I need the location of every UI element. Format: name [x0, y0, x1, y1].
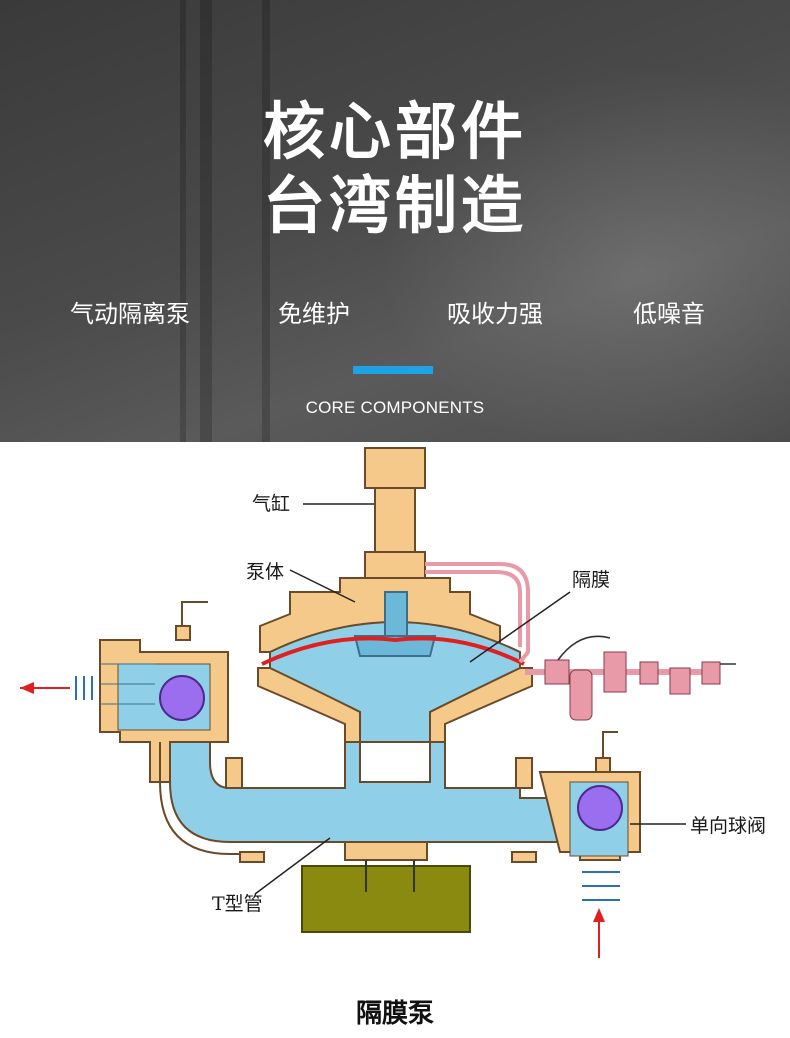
pump-base: [301, 860, 471, 933]
label-pump-body: 泵体: [246, 561, 284, 583]
feature-maintenance-free: 免维护: [278, 300, 350, 328]
diaphragm: [261, 636, 525, 666]
label-check-ball-valve: 单向球阀: [690, 815, 766, 837]
pump-schematic: 气缸 泵体 隔膜 单向球阀 T型管 隔膜泵: [20, 447, 766, 1029]
outlet-arrow-left: [20, 676, 93, 700]
diagram-caption: 隔膜泵: [356, 999, 434, 1029]
feature-pneumatic-pump: 气动隔离泵: [70, 300, 190, 328]
ball-valve-left: [159, 675, 205, 721]
cylinder: [364, 447, 426, 579]
headline-line-1: 核心部件: [262, 95, 527, 168]
section-subtitle: CORE COMPONENTS: [305, 398, 485, 417]
feature-low-noise: 低噪音: [633, 300, 705, 328]
inlet-arrow-bottom: [582, 871, 620, 958]
label-diaphragm: 隔膜: [572, 569, 610, 591]
check-valve-right: [538, 731, 641, 861]
feature-strong-suction: 吸收力强: [447, 300, 543, 328]
t-pipe: [159, 741, 571, 863]
diaphragm-pump-diagram: 气缸 泵体 隔膜 单向球阀 T型管 隔膜泵: [0, 442, 790, 1038]
headline-line-2: 台湾制造: [262, 169, 527, 242]
header-banner: 核心部件 台湾制造 气动隔离泵 免维护 吸收力强 低噪音 CORE COMPON…: [0, 0, 790, 442]
label-t-pipe: T型管: [212, 893, 263, 915]
ball-valve-right: [577, 785, 623, 831]
pump-body: [257, 577, 533, 743]
air-line: [425, 562, 736, 721]
feature-list: 气动隔离泵 免维护 吸收力强 低噪音: [0, 296, 790, 332]
accent-divider: [353, 366, 433, 374]
label-cylinder: 气缸: [252, 493, 290, 515]
